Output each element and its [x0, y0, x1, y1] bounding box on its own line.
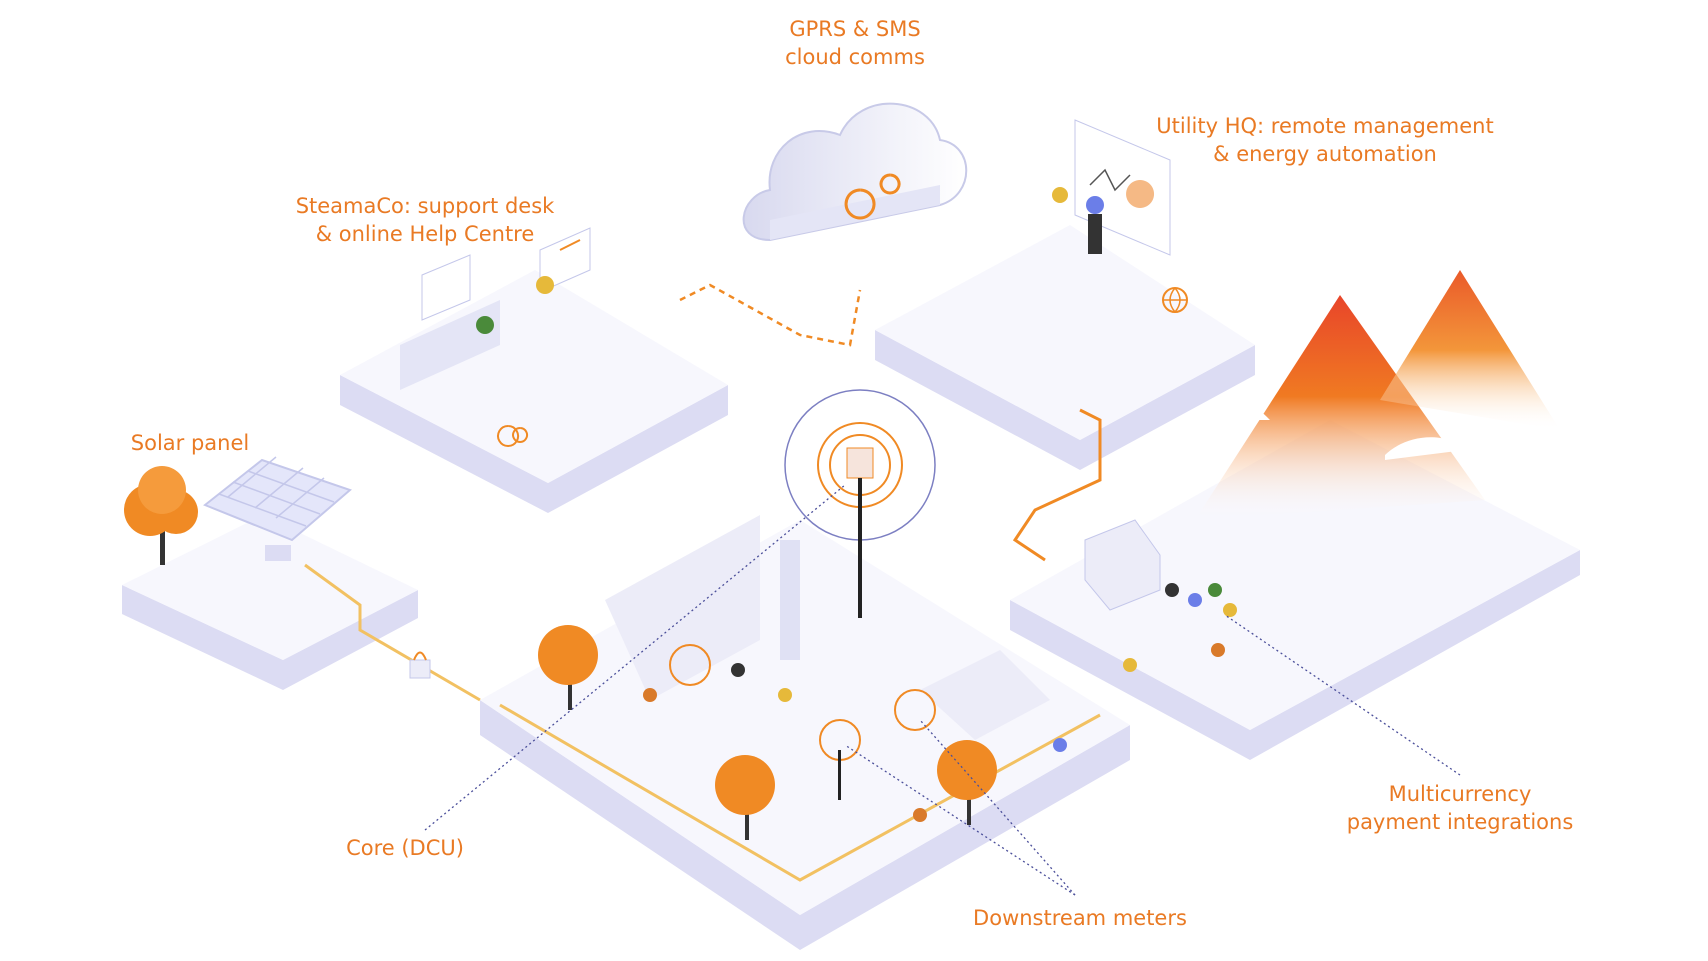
tree-icon [538, 625, 598, 710]
lock-icon [409, 651, 431, 679]
payments-label: Multicurrency payment integrations [1330, 780, 1590, 836]
leader-lines [424, 484, 1461, 896]
globe-icon [1162, 287, 1188, 314]
steamaco-label-line2: & online Help Centre [315, 222, 535, 246]
cloud-label-line1: GPRS & SMS [789, 17, 921, 41]
core-label-line1: Core (DCU) [346, 836, 464, 860]
steamaco-tile [340, 227, 728, 513]
person-icon [643, 583, 1237, 822]
meters-label: Downstream meters [955, 904, 1205, 932]
tree-icon [124, 466, 198, 565]
payments-label-line2: payment integrations [1346, 810, 1574, 834]
utility-hq-label: Utility HQ: remote management & energy a… [1135, 112, 1515, 168]
payments-label-line1: Multicurrency [1388, 782, 1532, 806]
solar-panel-icon [203, 456, 352, 561]
core-label: Core (DCU) [330, 834, 480, 862]
solar-label: Solar panel [120, 429, 260, 457]
cloud-icon [742, 102, 968, 242]
solar-tile [122, 456, 418, 690]
village-tile [480, 389, 1237, 950]
cloud-label-line2: cloud comms [785, 45, 925, 69]
tree-icon [937, 740, 997, 825]
solar-label-line1: Solar panel [130, 431, 250, 455]
utility-hq-label-line1: Utility HQ: remote management [1156, 114, 1494, 138]
cloud-label: GPRS & SMS cloud comms [755, 15, 955, 71]
tree-icon [715, 755, 775, 840]
utility-hq-tile [875, 119, 1255, 470]
steamaco-label-line1: SteamaCo: support desk [295, 194, 555, 218]
mountain-icon [1195, 270, 1560, 520]
signal-tower-icon [784, 389, 936, 618]
comm-link [679, 283, 862, 347]
utility-hq-label-line2: & energy automation [1213, 142, 1437, 166]
hq-cable [1012, 408, 1102, 562]
payments-tile [1010, 270, 1580, 760]
steamaco-label: SteamaCo: support desk & online Help Cen… [270, 192, 580, 248]
meters-label-line1: Downstream meters [973, 906, 1187, 930]
